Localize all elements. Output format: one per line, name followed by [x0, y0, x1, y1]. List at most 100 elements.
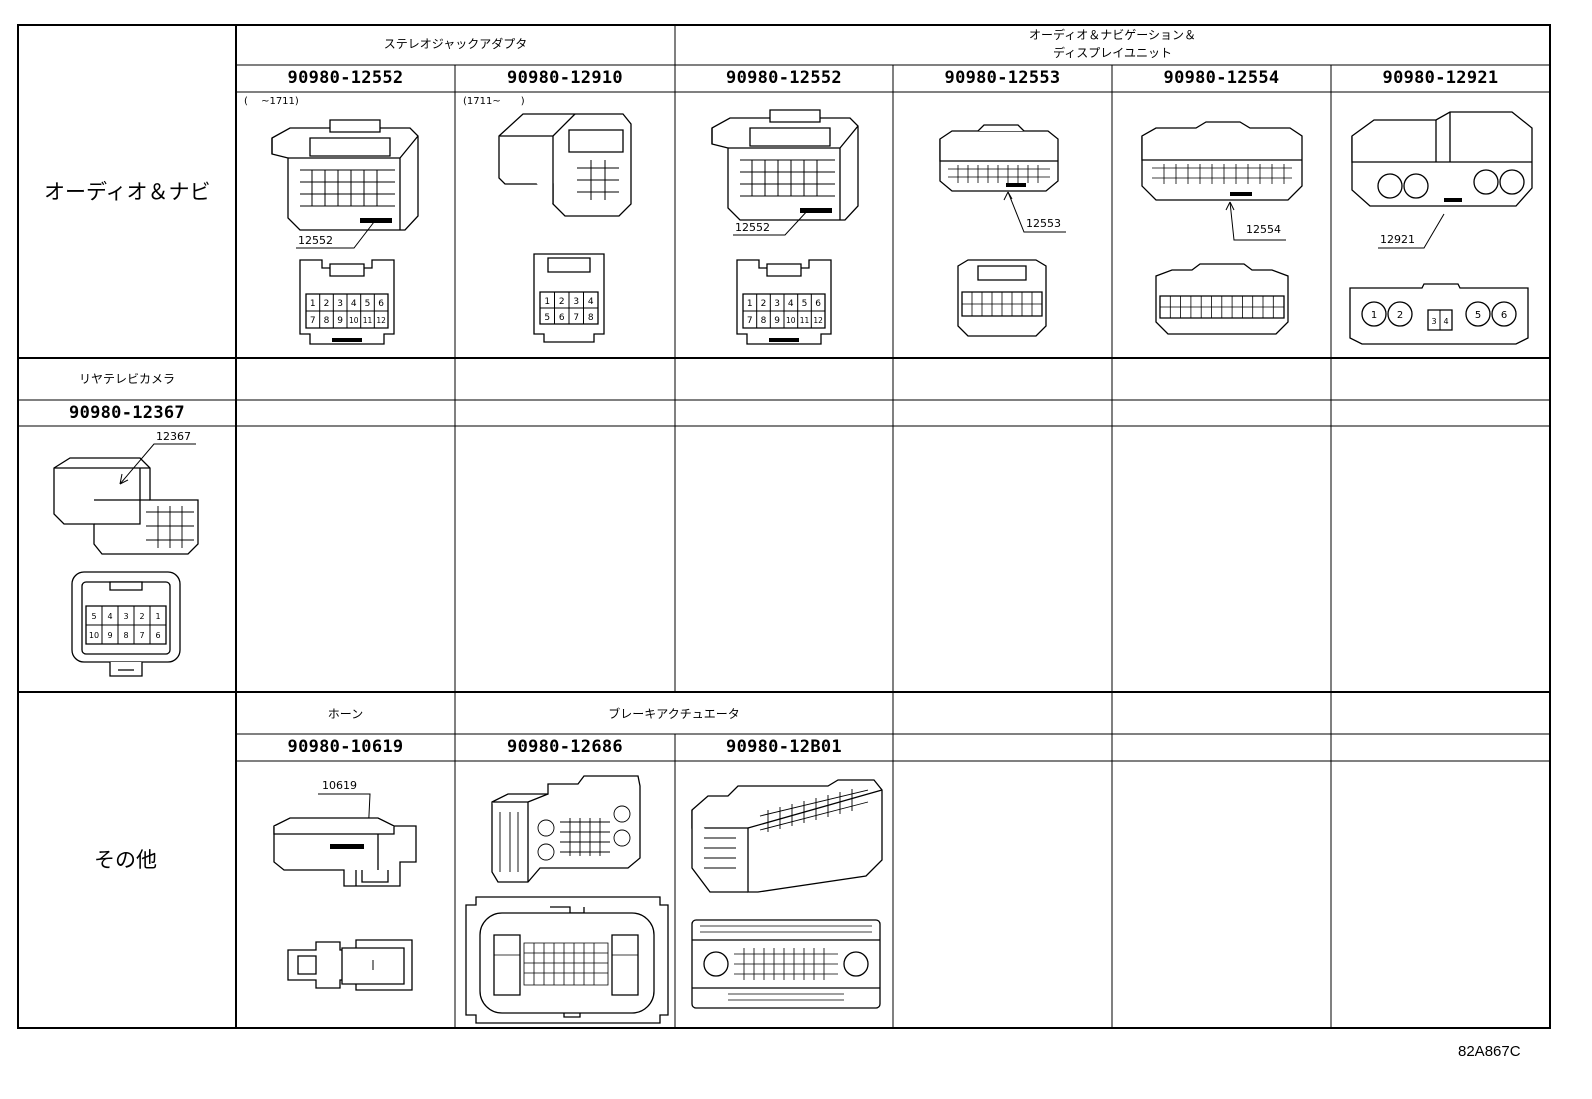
- pin-text: 8: [588, 313, 594, 323]
- pin-text: 7: [139, 631, 144, 640]
- pin-text: 10: [349, 316, 359, 325]
- pin-text: 1: [544, 297, 550, 307]
- leader-12552-b: [733, 205, 813, 237]
- leader-12553: [1002, 190, 1066, 234]
- pinout-12921: 1 2 3 4 5 6: [1346, 282, 1532, 348]
- category-audio-navi: オーディオ＆ナビ: [44, 180, 211, 204]
- pin-text: 7: [747, 316, 753, 326]
- connector-12552-3d-icon: [270, 118, 420, 236]
- pin-text: 5: [1475, 310, 1481, 321]
- pin-text: 2: [324, 299, 330, 309]
- pin-text: 6: [378, 299, 384, 309]
- pin-text: 7: [573, 313, 579, 323]
- pin-text: 2: [761, 299, 767, 309]
- pin-text: 10: [786, 316, 796, 325]
- note-12910-range: (1711~ ): [463, 96, 525, 107]
- pinout-10619: [286, 936, 416, 994]
- pin-text: 1: [747, 299, 753, 309]
- pin-text: 11: [800, 316, 810, 325]
- part-number-90980-12554: 90980-12554: [1163, 68, 1280, 88]
- figure-code: 82A867C: [1458, 1043, 1521, 1060]
- label-12552-b: 12552: [735, 221, 770, 234]
- connector-12554-3d-icon: [1140, 120, 1304, 206]
- pin-text: 4: [107, 612, 112, 621]
- pinout-12552-b: 1 2 3 4 5 6 7 8 9 10 11 12: [729, 254, 839, 350]
- part-number-90980-12686: 90980-12686: [507, 737, 623, 757]
- label-12921: 12921: [1380, 233, 1415, 246]
- section-brake-actuator: ブレーキアクチュエータ: [608, 707, 740, 721]
- pin-text: 4: [351, 299, 357, 309]
- pinout-12910: 1 2 3 4 5 6 7 8: [530, 250, 608, 346]
- section-rear-tv-camera: リヤテレビカメラ: [78, 372, 175, 386]
- pin-text: 5: [91, 612, 96, 621]
- section-audio-navi-display-line1: オーディオ＆ナビゲーション＆: [1029, 28, 1196, 42]
- label-10619: 10619: [322, 779, 357, 792]
- pin-text: 6: [559, 313, 565, 323]
- connector-12B01-3d-icon: [688, 776, 884, 900]
- part-number-90980-10619: 90980-10619: [287, 737, 404, 757]
- section-horn: ホーン: [327, 707, 364, 721]
- note-12552-range: ( ~1711): [244, 96, 299, 107]
- pin-text: 1: [155, 612, 160, 621]
- pin-text: 2: [139, 612, 144, 621]
- label-12552-a: 12552: [298, 234, 333, 247]
- pin-text: 5: [802, 299, 808, 309]
- pin-text: 3: [774, 299, 780, 309]
- category-other: その他: [94, 848, 157, 872]
- part-number-90980-12553: 90980-12553: [944, 68, 1061, 88]
- pinout-12B01: [688, 916, 884, 1012]
- leader-12554: [1218, 200, 1286, 242]
- connector-12367-3d-icon: [50, 440, 200, 560]
- connector-12921-3d-icon: [1350, 110, 1534, 214]
- pinout-12554: [1152, 262, 1292, 338]
- pin-text: 3: [337, 299, 343, 309]
- pinout-12552-a: 1 2 3 4 5 6 7 8 9 10 11 12: [292, 254, 402, 350]
- pin-text: 5: [544, 313, 550, 323]
- pin-text: 3: [1431, 317, 1436, 326]
- pin-text: 8: [123, 631, 128, 640]
- section-audio-navi-display-line2: ディスプレイユニット: [1053, 46, 1172, 60]
- pin-text: 6: [155, 631, 160, 640]
- pin-text: 9: [107, 631, 112, 640]
- connector-12552-b-3d-icon: [710, 108, 860, 226]
- part-number-90980-12910: 90980-12910: [507, 68, 623, 88]
- pinout-12553: [954, 258, 1050, 340]
- pin-text: 6: [815, 299, 821, 309]
- label-12554: 12554: [1246, 223, 1281, 236]
- pin-text: 1: [310, 299, 316, 309]
- label-12367: 12367: [156, 430, 191, 443]
- section-stereo-jack-adapter: ステレオジャックアダプタ: [383, 37, 528, 51]
- part-number-90980-12367: 90980-12367: [69, 403, 185, 423]
- pin-text: 5: [365, 299, 371, 309]
- pin-text: 4: [1443, 317, 1448, 326]
- pin-text: 9: [774, 316, 780, 326]
- pin-text: 2: [1397, 310, 1403, 321]
- pin-text: 9: [337, 316, 343, 326]
- pin-text: 2: [559, 297, 565, 307]
- pin-text: 10: [89, 631, 99, 640]
- pinout-12367: 5 4 3 2 1 10 9 8 7 6: [70, 570, 182, 682]
- pin-text: 3: [123, 612, 128, 621]
- pin-text: 3: [573, 297, 579, 307]
- pinout-12686: [464, 895, 670, 1025]
- connector-12553-3d-icon: [938, 125, 1060, 197]
- label-12553: 12553: [1026, 217, 1061, 230]
- leader-12552-a: [296, 218, 376, 250]
- pin-text: 8: [324, 316, 330, 326]
- part-number-90980-12B01: 90980-12B01: [726, 737, 842, 757]
- pin-text: 1: [1371, 310, 1377, 321]
- pin-text: 4: [788, 299, 794, 309]
- leader-12921: [1378, 210, 1448, 250]
- part-number-90980-12921: 90980-12921: [1382, 68, 1499, 88]
- pin-text: 6: [1501, 310, 1507, 321]
- connector-12910-3d-icon: [495, 108, 635, 220]
- pin-text: 4: [588, 297, 594, 307]
- pin-text: 8: [761, 316, 767, 326]
- pin-text: 11: [363, 316, 373, 325]
- leader-12367: [110, 442, 196, 488]
- connector-12686-3d-icon: [488, 772, 644, 890]
- pin-text: 12: [376, 316, 386, 325]
- pin-text: 12: [813, 316, 823, 325]
- part-number-90980-12552-a: 90980-12552: [287, 68, 404, 88]
